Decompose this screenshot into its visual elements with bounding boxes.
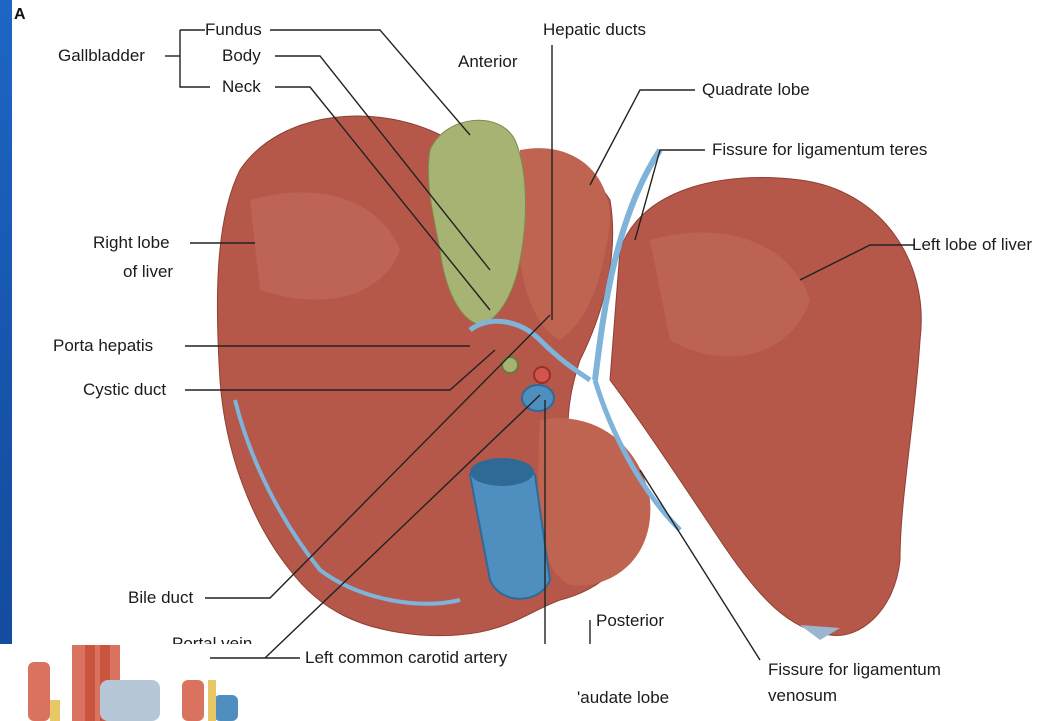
label-fissure-teres: Fissure for ligamentum teres [712, 140, 927, 160]
label-hepatic-ducts: Hepatic ducts [543, 20, 646, 40]
figure-letter: A [14, 6, 26, 24]
label-anterior: Anterior [458, 52, 518, 72]
label-fissure-venosum-1: Fissure for ligamentum [768, 660, 941, 680]
cystic-duct-end [502, 357, 518, 373]
label-body: Body [222, 46, 261, 66]
label-posterior: Posterior [596, 611, 664, 631]
label-gallbladder: Gallbladder [58, 46, 145, 66]
great-vessels-inset [28, 645, 300, 721]
caudate-lobe-shape [538, 418, 650, 585]
ivc-lumen [470, 458, 534, 486]
label-left-lobe: Left lobe of liver [912, 235, 1032, 255]
label-quadrate-lobe: Quadrate lobe [702, 80, 810, 100]
label-bile-duct: Bile duct [128, 588, 193, 608]
label-porta-hepatis: Porta hepatis [53, 336, 153, 356]
label-left-common-carotid: Left common carotid artery [305, 648, 507, 668]
label-fundus: Fundus [205, 20, 262, 40]
hepatic-artery-end [534, 367, 550, 383]
label-cystic-duct: Cystic duct [83, 380, 166, 400]
label-neck: Neck [222, 77, 261, 97]
label-caudate-lobe-partial: 'audate lobe [577, 688, 669, 708]
label-right-lobe-2: of liver [123, 262, 173, 282]
label-right-lobe-1: Right lobe [93, 233, 170, 253]
label-fissure-venosum-2: venosum [768, 686, 837, 706]
label-portal-vein-partial: Portal vein [172, 634, 252, 644]
